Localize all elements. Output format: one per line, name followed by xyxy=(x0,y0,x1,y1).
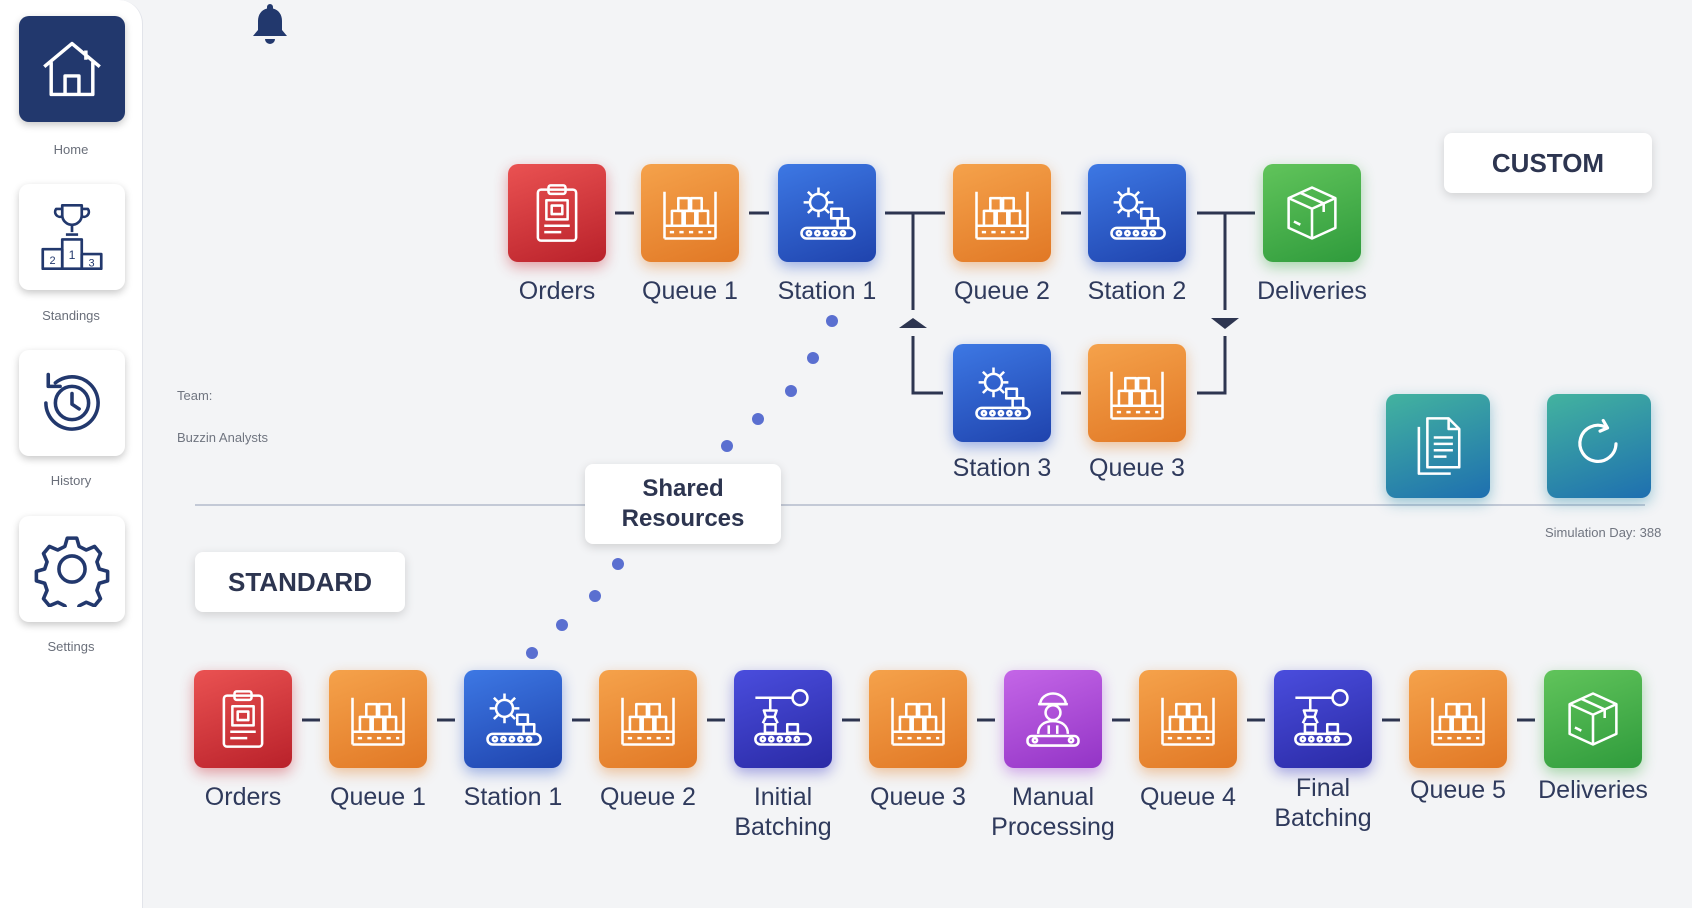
final-batching-line1: Final xyxy=(1295,774,1351,802)
standard-node-queue-2[interactable] xyxy=(599,670,697,768)
standard-node-queue-5-label: Queue 5 xyxy=(1410,776,1506,804)
robot-arm-icon xyxy=(1289,685,1357,753)
team-label: Team: xyxy=(177,388,213,403)
shelf-icon xyxy=(614,685,682,753)
standard-node-manual-processing[interactable] xyxy=(1004,670,1102,768)
standard-node-queue-4-label: Queue 4 xyxy=(1140,783,1236,811)
standard-title: STANDARD xyxy=(195,552,405,612)
custom-node-queue-2[interactable] xyxy=(953,164,1051,262)
shelf-icon xyxy=(656,179,724,247)
shelf-icon xyxy=(968,179,1036,247)
sidebar-item-settings-label: Settings xyxy=(47,639,95,654)
standard-node-deliveries-label: Deliveries xyxy=(1538,776,1648,804)
svg-text:3: 3 xyxy=(88,257,94,269)
custom-node-queue-3[interactable] xyxy=(1088,344,1186,442)
standard-node-manual-processing-label: Manual Processing xyxy=(978,782,1128,842)
standard-node-orders-label: Orders xyxy=(204,783,282,811)
standard-node-initial-batching-label: Initial Batching xyxy=(708,782,858,842)
custom-node-deliveries[interactable] xyxy=(1263,164,1361,262)
bell-icon[interactable] xyxy=(250,2,290,46)
sidebar-item-home[interactable] xyxy=(19,16,125,122)
custom-node-station-1[interactable] xyxy=(778,164,876,262)
custom-node-orders[interactable] xyxy=(508,164,606,262)
section-divider xyxy=(195,504,1645,506)
sidebar-item-settings[interactable] xyxy=(19,516,125,622)
custom-node-station-2-label: Station 2 xyxy=(1087,277,1187,305)
custom-node-station-2[interactable] xyxy=(1088,164,1186,262)
gear-conveyor-icon xyxy=(479,685,547,753)
manual-processing-line2: Processing xyxy=(991,813,1115,841)
final-batching-line2: Batching xyxy=(1274,804,1372,832)
report-button[interactable] xyxy=(1386,394,1490,498)
standard-node-queue-1[interactable] xyxy=(329,670,427,768)
clipboard-icon xyxy=(209,685,277,753)
sidebar-item-history-label: History xyxy=(50,473,92,488)
history-icon xyxy=(44,372,100,431)
simulation-day: Simulation Day: 388 xyxy=(1545,525,1662,540)
sidebar: Home 1 2 3 Standings xyxy=(0,0,143,908)
podium-icon: 1 2 3 xyxy=(41,203,103,271)
shared-resources-label: Shared Resources xyxy=(585,464,781,544)
custom-node-queue-2-label: Queue 2 xyxy=(954,277,1050,305)
shelf-icon xyxy=(884,685,952,753)
standard-node-queue-2-label: Queue 2 xyxy=(600,783,696,811)
standard-node-queue-3-label: Queue 3 xyxy=(870,783,966,811)
custom-node-queue-1-label: Queue 1 xyxy=(642,277,738,305)
standard-node-initial-batching[interactable] xyxy=(734,670,832,768)
standard-node-orders[interactable] xyxy=(194,670,292,768)
robot-arm-icon xyxy=(749,685,817,753)
clipboard-icon xyxy=(523,179,591,247)
custom-node-orders-label: Orders xyxy=(518,277,596,305)
box-icon xyxy=(1559,685,1627,753)
reset-button[interactable] xyxy=(1547,394,1651,498)
custom-node-queue-1[interactable] xyxy=(641,164,739,262)
standard-node-final-batching[interactable] xyxy=(1274,670,1372,768)
home-icon xyxy=(43,41,101,97)
standard-node-station-1[interactable] xyxy=(464,670,562,768)
shelf-icon xyxy=(344,685,412,753)
custom-node-station-1-label: Station 1 xyxy=(777,277,877,305)
manual-processing-line1: Manual xyxy=(1012,783,1094,811)
standard-node-final-batching-label: Final Batching xyxy=(1248,773,1398,833)
sidebar-item-standings-label: Standings xyxy=(42,308,100,323)
custom-title: CUSTOM xyxy=(1444,133,1652,193)
custom-node-station-3[interactable] xyxy=(953,344,1051,442)
standard-node-queue-1-label: Queue 1 xyxy=(330,783,426,811)
initial-batching-line2: Batching xyxy=(734,813,832,841)
standard-node-queue-3[interactable] xyxy=(869,670,967,768)
standard-node-deliveries[interactable] xyxy=(1544,670,1642,768)
refresh-icon xyxy=(1565,412,1633,480)
sidebar-item-home-label: Home xyxy=(53,142,89,157)
shared-resources-line2: Resources xyxy=(621,505,745,532)
standard-node-queue-5[interactable] xyxy=(1409,670,1507,768)
worker-icon xyxy=(1019,685,1087,753)
sidebar-item-history[interactable] xyxy=(19,350,125,456)
gear-conveyor-icon xyxy=(968,359,1036,427)
shared-resources-line1: Shared xyxy=(642,475,724,502)
gear-conveyor-icon xyxy=(1103,179,1171,247)
custom-node-queue-3-label: Queue 3 xyxy=(1089,454,1185,482)
svg-text:2: 2 xyxy=(49,255,55,267)
document-icon xyxy=(1404,412,1472,480)
shelf-icon xyxy=(1154,685,1222,753)
custom-node-deliveries-label: Deliveries xyxy=(1257,277,1367,305)
gear-conveyor-icon xyxy=(793,179,861,247)
svg-text:1: 1 xyxy=(69,248,76,262)
custom-node-station-3-label: Station 3 xyxy=(952,454,1052,482)
initial-batching-line1: Initial xyxy=(753,783,813,811)
shelf-icon xyxy=(1424,685,1492,753)
box-icon xyxy=(1278,179,1346,247)
standard-node-station-1-label: Station 1 xyxy=(463,783,563,811)
team-name: Buzzin Analysts xyxy=(177,430,269,445)
sidebar-item-standings[interactable]: 1 2 3 xyxy=(19,184,125,290)
standard-node-queue-4[interactable] xyxy=(1139,670,1237,768)
shelf-icon xyxy=(1103,359,1171,427)
gear-icon xyxy=(34,536,110,607)
